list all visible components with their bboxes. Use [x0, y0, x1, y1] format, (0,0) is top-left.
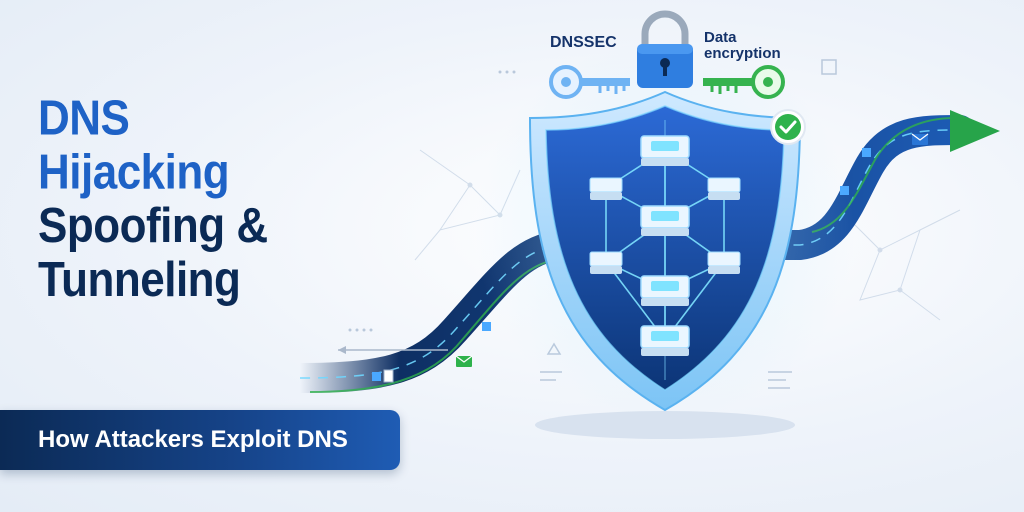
headline-line-3: Spoofing & — [38, 198, 268, 254]
key-icon — [703, 65, 785, 99]
server-icon — [589, 251, 623, 274]
padlock-icon — [637, 10, 693, 88]
server-icon — [640, 275, 690, 306]
headline-line-1: DNS — [38, 90, 130, 146]
decor-dots — [348, 70, 516, 332]
subtitle-banner: How Attackers Exploit DNS — [0, 410, 400, 470]
server-icon — [640, 325, 690, 356]
data-encryption-label: Data encryption — [704, 29, 781, 62]
headline-line-4: Tunneling — [38, 252, 241, 308]
dnssec-label: DNSSEC — [550, 34, 617, 51]
server-icon — [589, 177, 623, 200]
checkmark-icon — [770, 109, 806, 145]
headline-line-2: Hijacking — [38, 144, 230, 200]
server-icon — [707, 251, 741, 274]
server-icon — [707, 177, 741, 200]
subtitle-text: How Attackers Exploit DNS — [38, 426, 348, 453]
server-icon — [640, 205, 690, 236]
headline: DNS Hijacking Spoofing & Tunneling — [38, 90, 338, 308]
key-icon — [549, 65, 630, 99]
arrow-icon — [950, 110, 1000, 152]
server-icon — [640, 135, 690, 166]
